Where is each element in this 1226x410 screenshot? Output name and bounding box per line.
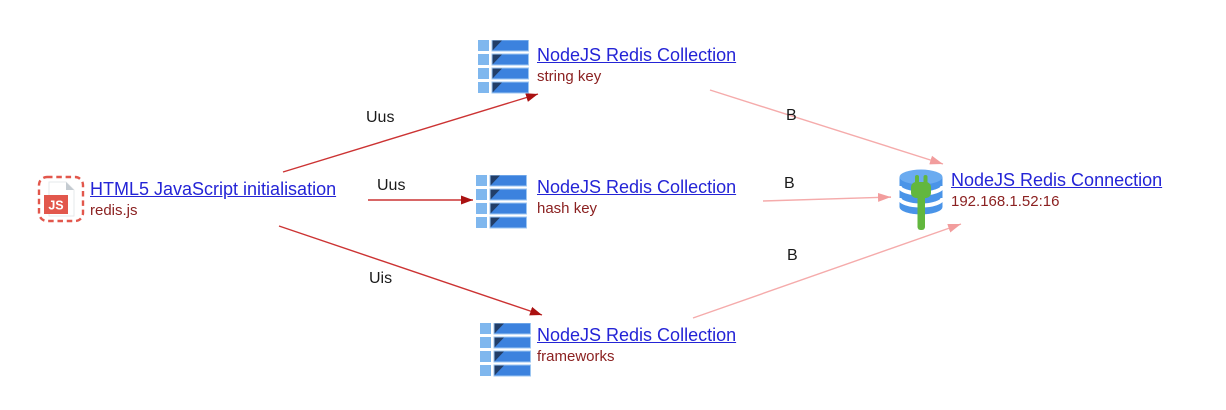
node-collection-hash-title[interactable]: NodeJS Redis Collection: [537, 177, 737, 197]
edge-b-frameworks-connection: [692, 223, 962, 319]
js-file-icon: JS: [37, 175, 85, 223]
js-badge-text: JS: [48, 199, 63, 213]
list-rows-icon: [476, 174, 527, 229]
edge-label-b-frameworks: B: [787, 247, 798, 264]
edge-uis-frameworks: [278, 225, 543, 316]
edge-label-uus-string: Uus: [366, 109, 395, 126]
database-plug-icon: [897, 167, 946, 231]
node-collection-string-subtitle: string key: [537, 68, 602, 85]
list-rows-icon: [480, 322, 531, 377]
list-rows-icon: [478, 39, 529, 94]
edge-label-uus-hash: Uus: [377, 177, 406, 194]
node-source-subtitle: redis.js: [90, 202, 138, 219]
node-collection-string-title[interactable]: NodeJS Redis Collection: [537, 45, 737, 65]
edge-label-b-string: B: [786, 107, 797, 124]
node-source-title[interactable]: HTML5 JavaScript initialisation: [90, 179, 337, 199]
node-connection-title[interactable]: NodeJS Redis Connection: [951, 170, 1163, 190]
edge-label-b-hash: B: [784, 175, 795, 192]
edge-b-string-connection: [709, 89, 944, 165]
edge-label-uis-frameworks: Uis: [369, 270, 393, 287]
node-collection-frameworks-subtitle: frameworks: [537, 348, 615, 365]
edge-b-hash-connection: [762, 192, 892, 202]
node-connection-subtitle: 192.168.1.52:16: [951, 193, 1060, 210]
node-collection-hash-subtitle: hash key: [537, 200, 598, 217]
edge-uus-string: [282, 93, 539, 173]
node-collection-frameworks-title[interactable]: NodeJS Redis Collection: [537, 325, 737, 345]
